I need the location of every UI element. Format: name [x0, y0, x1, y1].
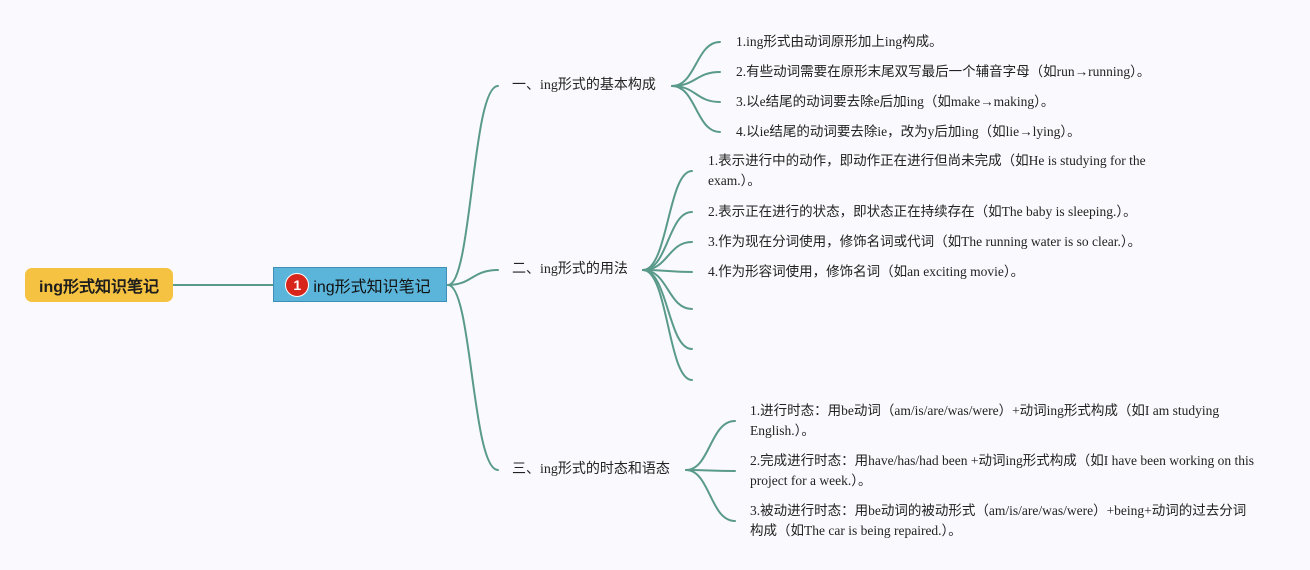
link-b1-leaf-4	[671, 85, 721, 133]
leaf-text: 2.有些动词需要在原形末尾双写最后一个辅音字母（如run→running）。	[736, 64, 1151, 79]
leaf-b2-4[interactable]: 4.作为形容词使用，修饰名词（如an exciting movie）。	[708, 262, 1024, 282]
branch-label: 三、ing形式的时态和语态	[512, 462, 670, 477]
leaf-b1-4[interactable]: 4.以ie结尾的动词要去除ie，改为y后加ing（如lie→lying）。	[736, 122, 1081, 142]
link-center-branch-1	[447, 85, 499, 286]
leaf-b2-3[interactable]: 3.作为现在分词使用，修饰名词或代词（如The running water is…	[708, 232, 1141, 252]
link-b2-leaf-1	[642, 170, 693, 271]
link-b2-empty-2	[642, 269, 693, 350]
branch-label: 二、ing形式的用法	[512, 262, 628, 277]
branch-usage[interactable]: 二、ing形式的用法	[512, 261, 628, 279]
leaf-b1-3[interactable]: 3.以e结尾的动词要去除e后加ing（如make→making）。	[736, 92, 1054, 112]
leaf-text: 1.表示进行中的动作，即动作正在进行但尚未完成（如He is studying …	[708, 153, 1146, 188]
leaf-text: 2.完成进行时态：用have/has/had been +动词ing形式构成（如…	[750, 453, 1255, 488]
leaf-text: 1.ing形式由动词原形加上ing构成。	[736, 34, 943, 49]
link-b2-empty-3	[642, 269, 693, 381]
link-b3-leaf-1	[685, 420, 736, 471]
leaf-text: 1.进行时态：用be动词（am/is/are/was/were）+动词ing形式…	[750, 403, 1220, 438]
branch-tense-voice[interactable]: 三、ing形式的时态和语态	[512, 461, 670, 479]
link-center-branch-2	[447, 269, 499, 286]
link-b3-leaf-3	[685, 469, 736, 522]
leaf-text: 2.表示正在进行的状态，即状态正在持续存在（如The baby is sleep…	[708, 204, 1137, 219]
leaf-b3-3[interactable]: 3.被动进行时态：用be动词的被动形式（am/is/are/was/were）+…	[750, 501, 1250, 541]
leaf-text: 4.以ie结尾的动词要去除ie，改为y后加ing（如lie→lying）。	[736, 124, 1081, 139]
center-topic-label: ing形式知识笔记	[313, 278, 431, 296]
leaf-b2-1[interactable]: 1.表示进行中的动作，即动作正在进行但尚未完成（如He is studying …	[708, 151, 1178, 191]
branch-basic-formation[interactable]: 一、ing形式的基本构成	[512, 77, 656, 95]
leaf-text: 3.作为现在分词使用，修饰名词或代词（如The running water is…	[708, 234, 1142, 249]
leaf-b3-1[interactable]: 1.进行时态：用be动词（am/is/are/was/were）+动词ing形式…	[750, 401, 1260, 441]
link-b2-leaf-2	[642, 211, 693, 271]
link-b2-empty-1	[642, 269, 693, 310]
center-topic-node[interactable]: 1 ing形式知识笔记	[273, 267, 447, 302]
branch-label: 一、ing形式的基本构成	[512, 78, 656, 93]
link-center-branch-3	[447, 284, 499, 471]
leaf-b3-2[interactable]: 2.完成进行时态：用have/has/had been +动词ing形式构成（如…	[750, 451, 1260, 491]
leaf-b1-1[interactable]: 1.ing形式由动词原形加上ing构成。	[736, 32, 943, 52]
leaf-text: 4.作为形容词使用，修饰名词（如an exciting movie）。	[708, 264, 1025, 279]
leaf-text: 3.被动进行时态：用be动词的被动形式（am/is/are/was/were）+…	[750, 503, 1247, 538]
leaf-text: 3.以e结尾的动词要去除e后加ing（如make→making）。	[736, 94, 1055, 109]
leaf-b2-2[interactable]: 2.表示正在进行的状态，即状态正在持续存在（如The baby is sleep…	[708, 202, 1137, 222]
priority-badge-icon: 1	[285, 272, 310, 297]
leaf-b1-2[interactable]: 2.有些动词需要在原形末尾双写最后一个辅音字母（如run→running）。	[736, 62, 1150, 82]
root-label: ing形式知识笔记	[39, 279, 159, 296]
root-node[interactable]: ing形式知识笔记	[25, 268, 173, 302]
